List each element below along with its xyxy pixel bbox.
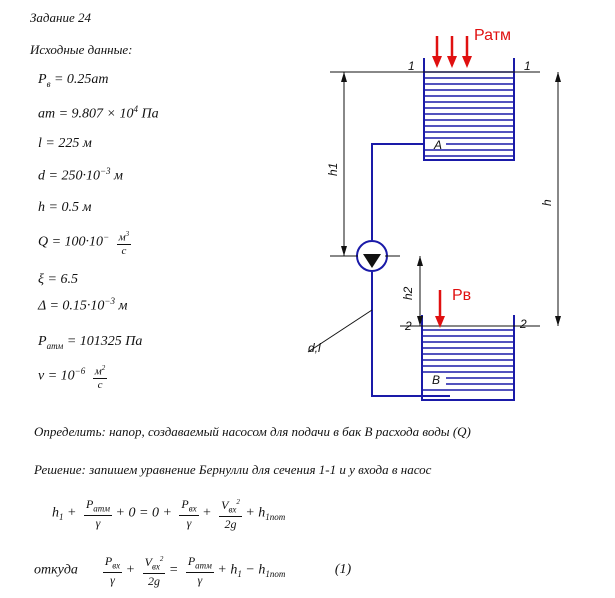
label-h2: h2 bbox=[401, 286, 415, 300]
label-2-left: 2 bbox=[404, 319, 412, 333]
pump-symbol bbox=[356, 240, 388, 272]
lower-tank-water bbox=[422, 329, 514, 391]
dl-leader bbox=[307, 309, 373, 353]
equation-number: (1) bbox=[334, 562, 352, 578]
label-2-right: 2 bbox=[519, 317, 527, 331]
label-dl: d,l bbox=[308, 341, 321, 355]
label-b: B bbox=[432, 373, 440, 387]
pipe-lower bbox=[371, 272, 450, 397]
upper-tank-water bbox=[424, 71, 514, 157]
label-1-right: 1 bbox=[524, 59, 531, 73]
patm-arrows bbox=[432, 36, 472, 68]
given-xi: ξ = 6.5 bbox=[38, 272, 78, 287]
label-patm: Ратм bbox=[474, 27, 511, 44]
determine-text: Определить: напор, создаваемый насосом д… bbox=[34, 424, 471, 439]
label-h1: h1 bbox=[326, 163, 340, 176]
label-pv: Рв bbox=[452, 287, 471, 304]
solution-text: Решение: запишем уравнение Бернулли для … bbox=[34, 462, 432, 477]
given-delta: Δ = 0.15·10−3 м bbox=[38, 296, 128, 314]
given-at: ат = 9.807 × 104 Па bbox=[38, 104, 159, 122]
pv-arrow bbox=[435, 290, 445, 328]
given-patm: Pатм = 101325 Па bbox=[38, 334, 143, 351]
pipe-upper bbox=[371, 143, 424, 240]
task-title: Задание 24 bbox=[30, 10, 91, 25]
given-h: h = 0.5 м bbox=[38, 200, 92, 215]
given-heading: Исходные данные: bbox=[30, 42, 133, 57]
given-l: l = 225 м bbox=[38, 136, 92, 151]
upper-tank-walls bbox=[423, 58, 515, 161]
label-h: h bbox=[540, 199, 554, 206]
given-pv: Pв = 0.25ат bbox=[38, 72, 109, 89]
lower-tank-walls bbox=[421, 315, 515, 401]
given-d: d = 250·10−3 м bbox=[38, 166, 123, 184]
label-1-left: 1 bbox=[408, 59, 415, 73]
label-a: A bbox=[433, 138, 442, 152]
